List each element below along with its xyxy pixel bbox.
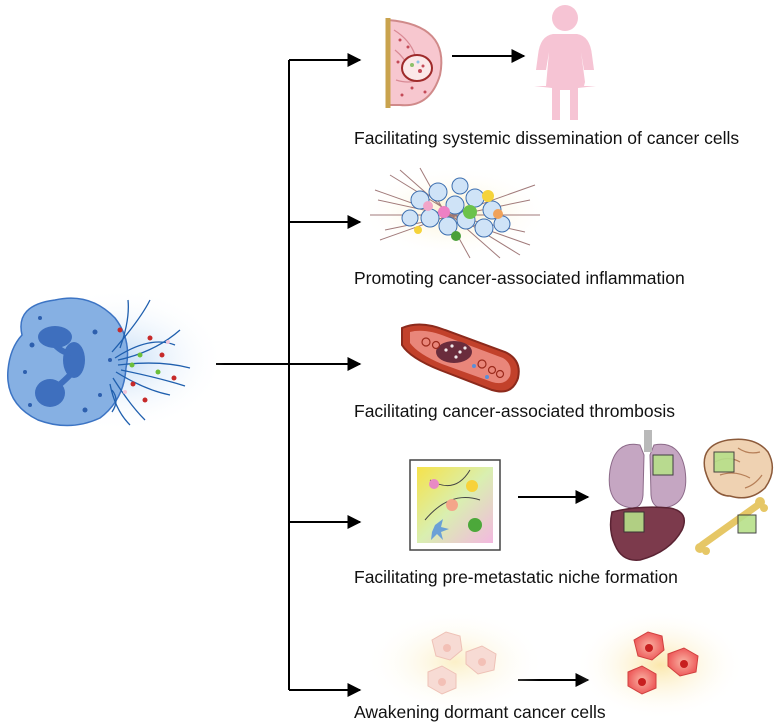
bone-icon [695, 497, 768, 555]
blood-vessel-thrombus-icon [401, 323, 520, 393]
caption-inflammation: Promoting cancer-associated inflammation [354, 268, 685, 288]
niche-microenvironment-icon [409, 459, 501, 551]
dormant-cells-icon [365, 610, 545, 714]
awakened-cells-icon [575, 610, 745, 720]
caption-thrombosis: Facilitating cancer-associated thrombosi… [354, 401, 675, 421]
lungs-icon [608, 430, 687, 509]
neutrophil-net-icon [7, 288, 225, 432]
caption-systemic-dissemination: Facilitating systemic dissemination of c… [354, 128, 740, 148]
breast-tumor-icon [385, 18, 443, 108]
connector-arrows [216, 49, 590, 697]
inflamed-tumor-icon [360, 167, 550, 259]
woman-silhouette-icon [534, 5, 596, 120]
caption-pre-metastatic-niche: Facilitating pre-metastatic niche format… [354, 567, 678, 587]
caption-dormant-cells: Awakening dormant cancer cells [354, 702, 606, 722]
liver-icon [609, 506, 685, 561]
brain-icon [703, 438, 774, 499]
